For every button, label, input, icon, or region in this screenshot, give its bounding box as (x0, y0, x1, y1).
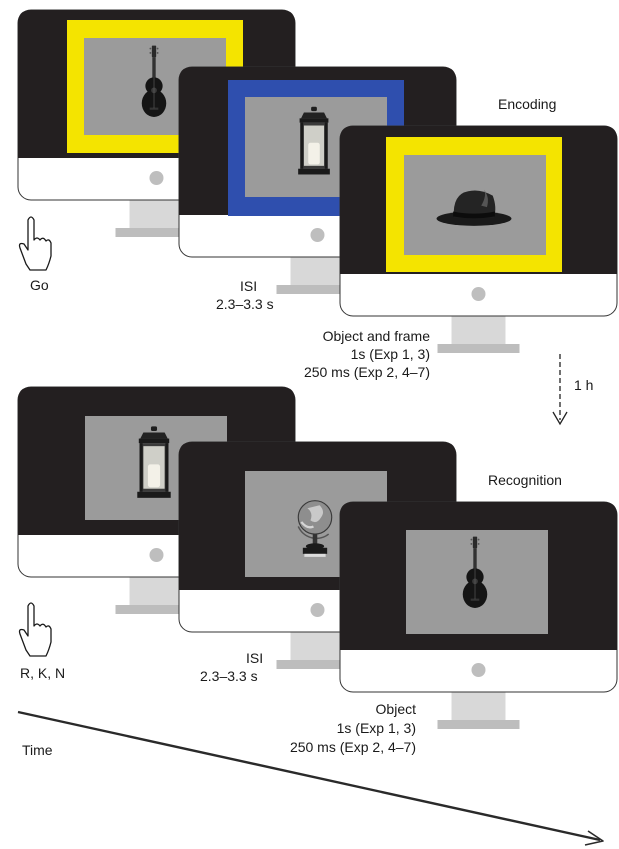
monitor (339, 125, 618, 353)
monitor-stand (290, 255, 345, 285)
recognition-stim-line2: 1s (Exp 1, 3) (336, 720, 416, 736)
encoding-stim-line3: 250 ms (Exp 2, 4–7) (303, 364, 430, 380)
globe-icon (297, 499, 333, 559)
lantern-icon (298, 106, 330, 175)
time-arrow-head (584, 830, 604, 846)
monitor-stand (129, 198, 184, 228)
monitor-base (115, 228, 198, 237)
recognition-title: Recognition (488, 472, 562, 488)
power-button (310, 228, 325, 242)
encoding-title: Encoding (498, 96, 557, 112)
go-hand-icon (18, 216, 52, 271)
power-button (471, 663, 486, 677)
time-label: Time (22, 742, 53, 758)
power-button (149, 548, 164, 562)
go-response-label: Go (30, 277, 49, 293)
power-button (149, 171, 164, 185)
monitor-stand (451, 314, 506, 344)
recognition-stim-line1: Object (375, 701, 416, 717)
monitor-stand (290, 630, 345, 660)
monitor-stand (129, 575, 184, 605)
recognition-isi-label: ISI (246, 650, 264, 666)
encoding-stim-line1: Object and frame (322, 328, 430, 344)
monitor (339, 501, 618, 729)
encoding-isi-value: 2.3–3.3 s (216, 296, 274, 312)
monitor-base (437, 344, 520, 353)
power-button (471, 287, 486, 301)
monitor-base (276, 660, 359, 669)
monitor-stand (451, 690, 506, 720)
delay-arrow-head (552, 411, 568, 426)
recognition-isi-value: 2.3–3.3 s (200, 668, 258, 684)
rkn-response-label: R, K, N (20, 665, 66, 681)
monitor-base (115, 605, 198, 614)
monitor-base (437, 720, 520, 729)
power-button (310, 603, 325, 617)
recognition-stim-line3: 250 ms (Exp 2, 4–7) (289, 739, 416, 755)
rkn-hand-icon (18, 602, 52, 657)
time-arrow-line (17, 710, 601, 842)
monitor-base (276, 285, 359, 294)
lantern-icon (137, 426, 171, 498)
delay-label: 1 h (574, 377, 594, 393)
encoding-isi-label: ISI (240, 278, 258, 294)
encoding-stim-line2: 1s (Exp 1, 3) (350, 346, 430, 362)
